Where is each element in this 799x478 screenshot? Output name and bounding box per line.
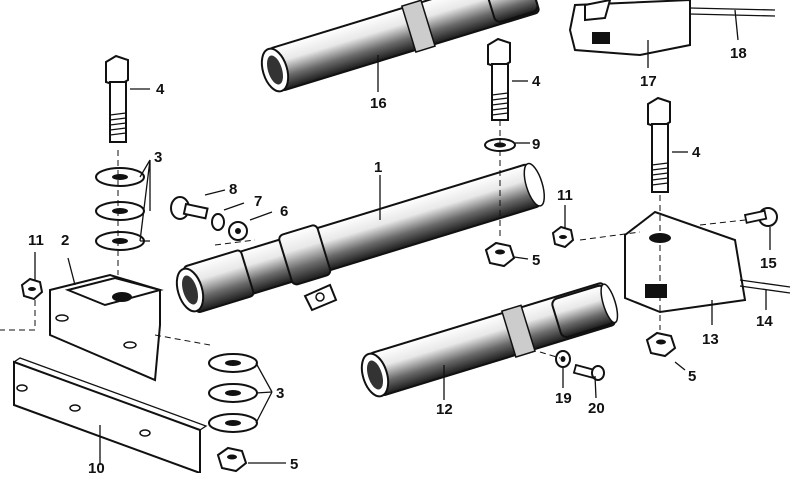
bolt-4-right bbox=[647, 96, 671, 193]
callout-1: 1 bbox=[374, 159, 382, 176]
callout-6: 6 bbox=[280, 203, 288, 220]
callout-15: 15 bbox=[760, 255, 777, 272]
callout-5-right: 5 bbox=[688, 368, 696, 385]
callout-12: 12 bbox=[436, 401, 453, 418]
callout-18: 18 bbox=[730, 45, 747, 62]
assembly-lines bbox=[0, 120, 746, 359]
washers-3-lower bbox=[208, 353, 258, 433]
callout-3-lower: 3 bbox=[276, 385, 284, 402]
bracket-17 bbox=[568, 0, 776, 57]
callout-14: 14 bbox=[756, 313, 773, 330]
callout-4-center: 4 bbox=[532, 73, 541, 90]
callout-5-bottom: 5 bbox=[290, 456, 298, 473]
screw-15 bbox=[743, 207, 778, 227]
callout-5-center: 5 bbox=[532, 252, 540, 269]
callout-19: 19 bbox=[555, 390, 572, 407]
washer-7 bbox=[211, 213, 225, 231]
bolt-4-left bbox=[105, 54, 129, 143]
bracket-2 bbox=[49, 273, 164, 382]
callout-20: 20 bbox=[588, 400, 605, 417]
screw-20 bbox=[572, 363, 605, 381]
callout-4-right: 4 bbox=[692, 144, 701, 161]
washers-3-upper bbox=[95, 167, 145, 251]
callout-16: 16 bbox=[370, 95, 387, 112]
callout-7: 7 bbox=[254, 193, 262, 210]
nut-5-right bbox=[645, 331, 677, 358]
nut-11-center bbox=[551, 225, 575, 249]
callout-11-center: 11 bbox=[557, 187, 573, 204]
plate-10 bbox=[13, 357, 208, 475]
tube-16 bbox=[260, 0, 540, 93]
nut-5-center bbox=[484, 241, 516, 268]
washer-6 bbox=[228, 221, 248, 241]
callout-3-upper: 3 bbox=[154, 149, 162, 166]
callout-11-left: 11 bbox=[28, 232, 44, 249]
nut-11-left bbox=[20, 277, 44, 301]
callout-4-left: 4 bbox=[156, 81, 165, 98]
callout-17: 17 bbox=[640, 73, 657, 90]
callout-8: 8 bbox=[229, 181, 237, 198]
bolt-8 bbox=[170, 196, 209, 220]
nut-5-bottom bbox=[216, 446, 248, 473]
callout-10: 10 bbox=[88, 460, 105, 473]
callout-9: 9 bbox=[532, 136, 540, 153]
washer-19 bbox=[555, 350, 571, 368]
callout-13: 13 bbox=[702, 331, 719, 348]
leader-lines bbox=[34, 9, 771, 465]
tube-12 bbox=[360, 282, 619, 398]
tube-1 bbox=[175, 162, 546, 313]
callout-2: 2 bbox=[61, 232, 69, 249]
bolt-4-center bbox=[487, 37, 511, 121]
